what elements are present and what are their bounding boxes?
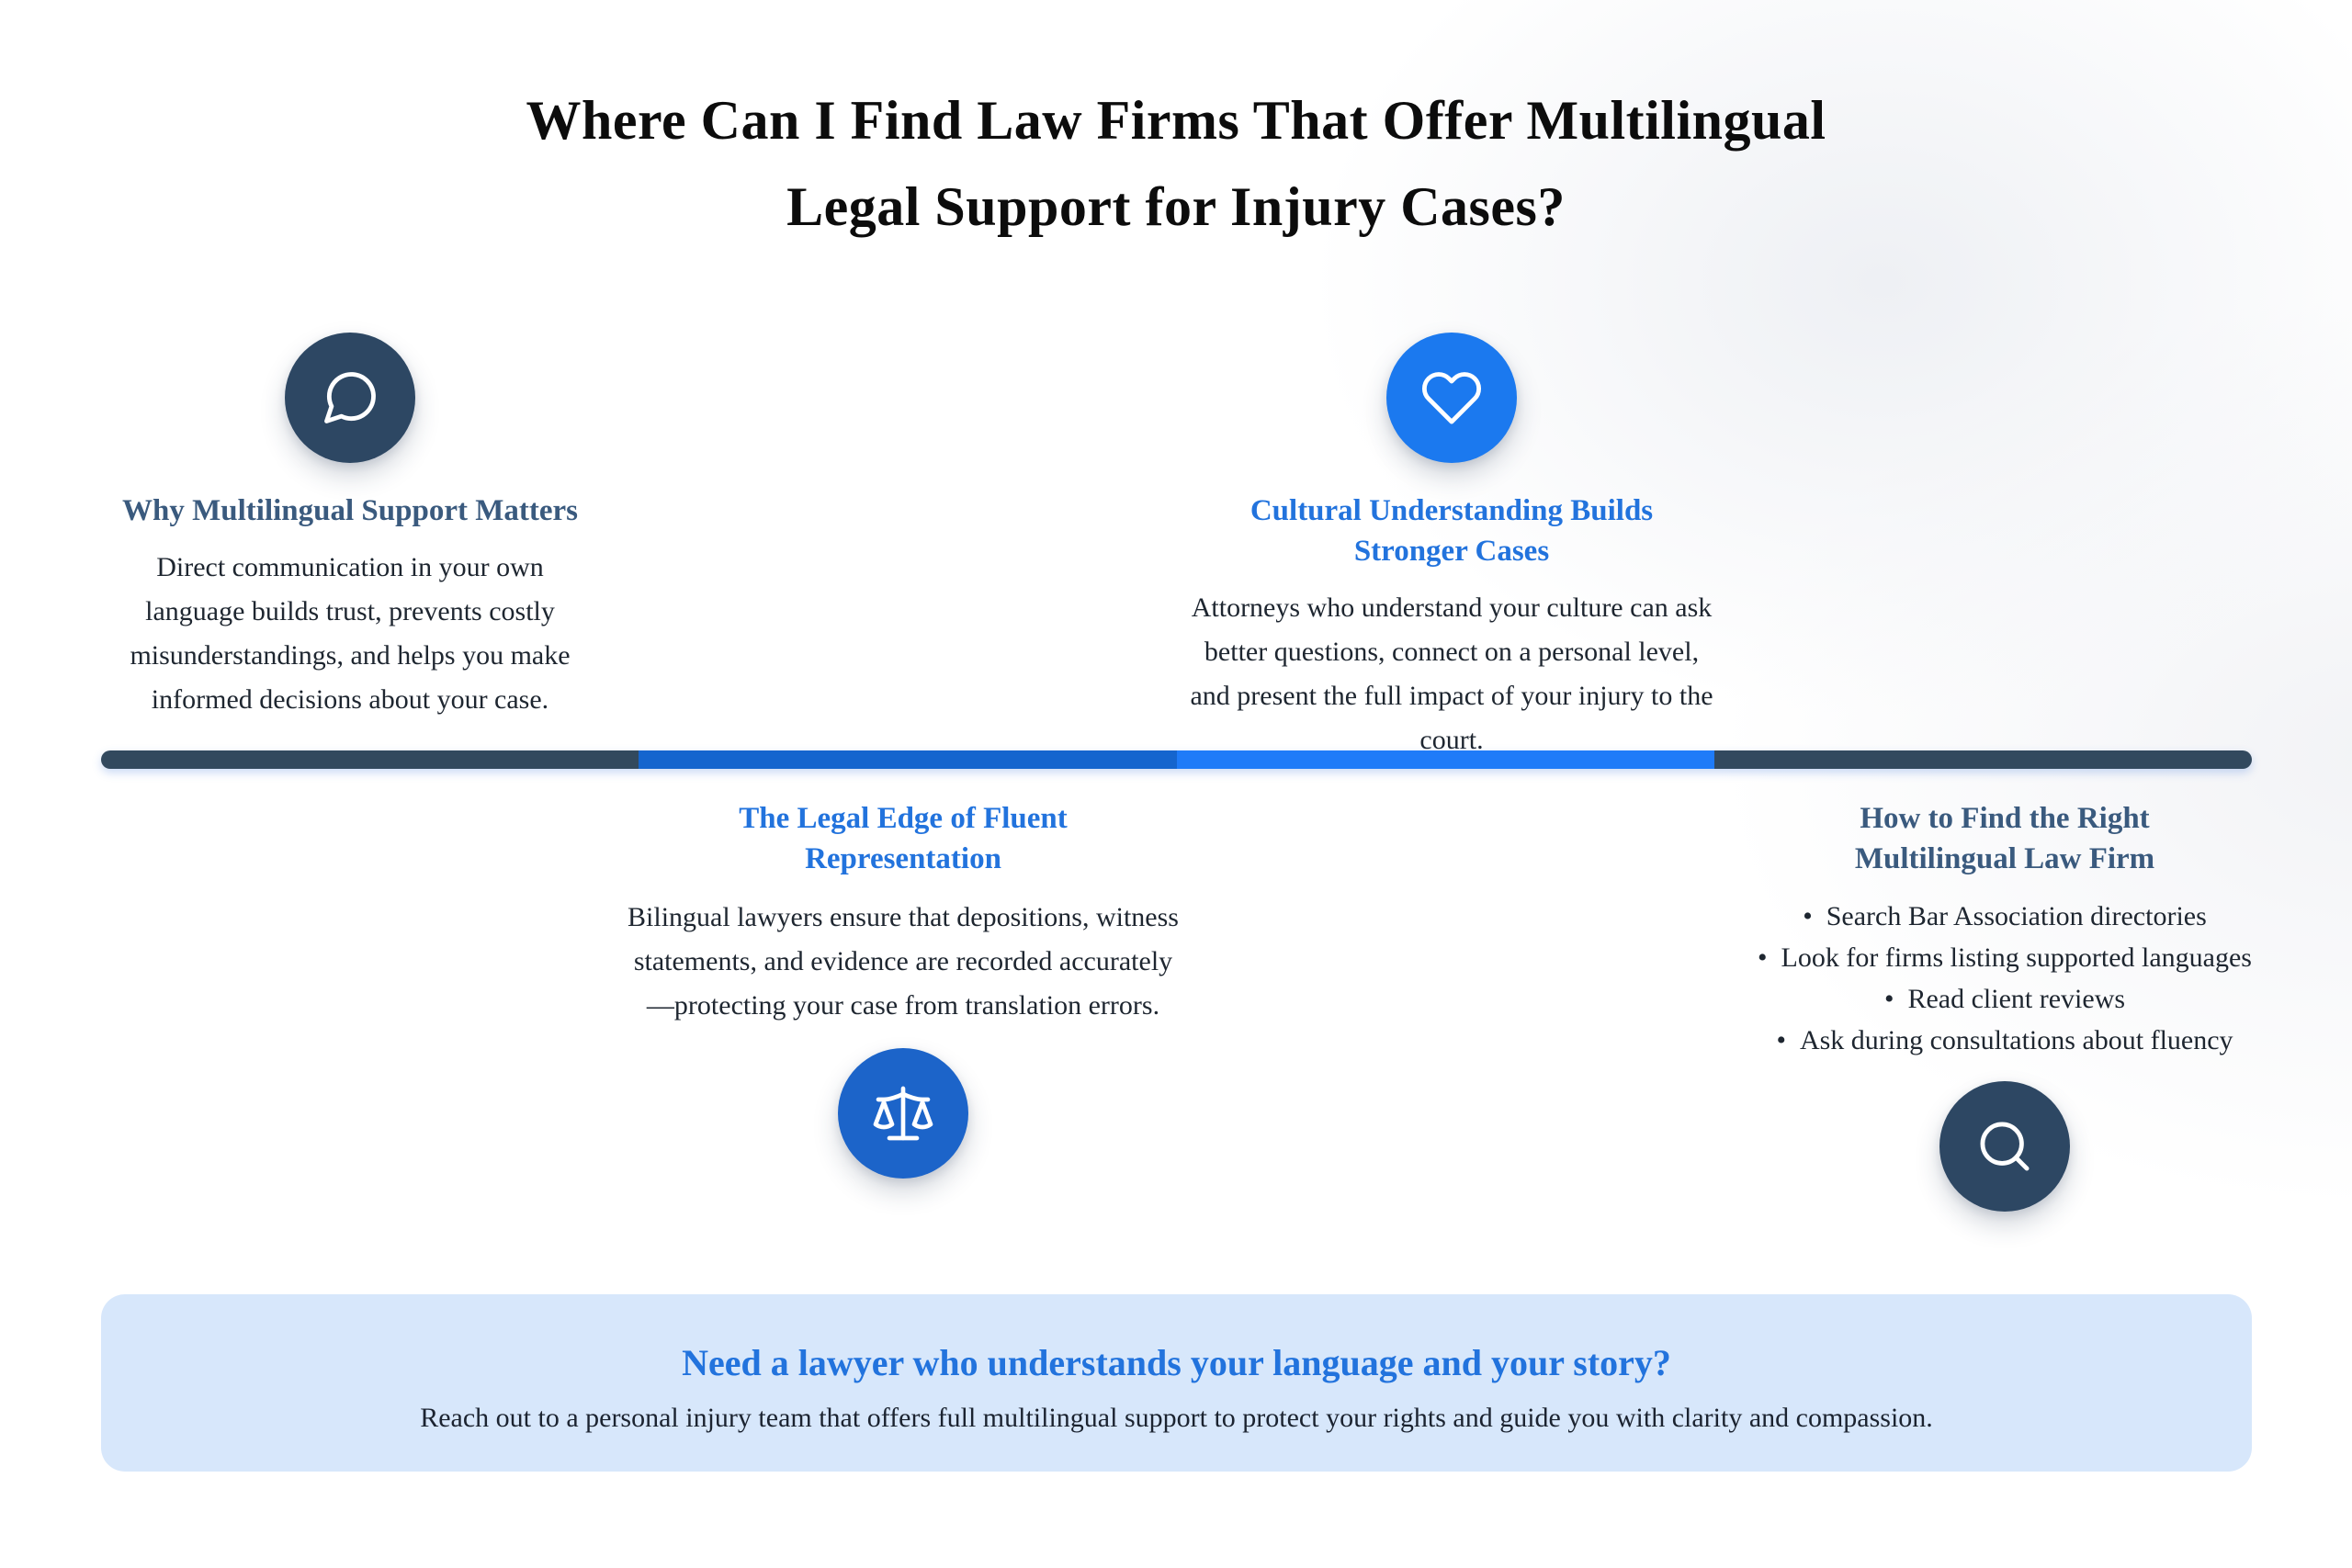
section-why-multilingual-support-matters: Why Multilingual Support Matters Direct … — [111, 333, 589, 722]
section-cultural-understanding: Cultural Understanding Builds Stronger C… — [1185, 333, 1718, 762]
section-heading-line: Stronger Cases — [1353, 535, 1550, 568]
chat-bubble-icon — [285, 333, 415, 463]
section-heading: The Legal Edge of Fluent Representation — [628, 798, 1179, 879]
cta-body: Reach out to a personal injury team that… — [420, 1403, 1933, 1433]
timeline-segment-2 — [639, 750, 1177, 769]
section-body: Bilingual lawyers ensure that deposition… — [628, 902, 1179, 1021]
section-heading-line: The Legal Edge of Fluent — [739, 802, 1068, 835]
section-heading: How to Find the Right Multilingual Law F… — [1711, 798, 2299, 879]
section-legal-edge: The Legal Edge of Fluent Representation … — [628, 798, 1179, 1179]
bullet-item: Read client reviews — [1711, 978, 2299, 1020]
heart-icon — [1386, 333, 1517, 463]
bullet-item: Look for firms listing supported languag… — [1711, 937, 2299, 978]
section-heading-line: Representation — [805, 842, 1001, 875]
section-bullet-list: Search Bar Association directories Look … — [1711, 896, 2299, 1061]
search-icon — [1939, 1081, 2070, 1212]
section-how-to-find: How to Find the Right Multilingual Law F… — [1711, 798, 2299, 1212]
timeline-segment-1 — [101, 750, 639, 769]
scales-of-justice-icon — [838, 1048, 968, 1179]
page-title-line-2: Legal Support for Injury Cases? — [786, 176, 1566, 237]
section-heading-line: Cultural Understanding Builds — [1250, 494, 1654, 527]
section-heading: Why Multilingual Support Matters — [111, 491, 589, 531]
bullet-item: Search Bar Association directories — [1711, 896, 2299, 937]
bullet-item: Ask during consultations about fluency — [1711, 1020, 2299, 1061]
section-heading-line: Multilingual Law Firm — [1854, 842, 2155, 875]
section-heading: Cultural Understanding Builds Stronger C… — [1185, 491, 1718, 571]
page-title: Where Can I Find Law Firms That Offer Mu… — [0, 77, 2352, 250]
section-body: Attorneys who understand your culture ca… — [1190, 592, 1713, 755]
cta-banner: Need a lawyer who understands your langu… — [101, 1294, 2252, 1472]
timeline-segment-3 — [1176, 750, 1714, 769]
cta-heading: Need a lawyer who understands your langu… — [682, 1342, 1671, 1383]
section-heading-line: How to Find the Right — [1860, 802, 2150, 835]
page-title-line-1: Where Can I Find Law Firms That Offer Mu… — [526, 90, 1826, 151]
section-body: Direct communication in your own languag… — [130, 552, 571, 715]
timeline-bar — [101, 750, 2252, 769]
section-heading-line: Why Multilingual Support Matters — [122, 494, 578, 527]
timeline-segment-4 — [1713, 750, 2252, 769]
